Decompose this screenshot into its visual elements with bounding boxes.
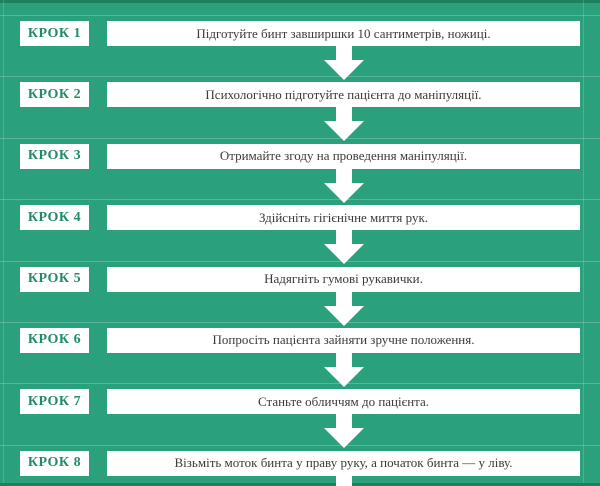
flowchart-step: КРОК 7 Станьте обличчям до пацієнта. [0,383,600,449]
down-arrow-icon [336,475,352,486]
step-row: КРОК 8 Візьміть моток бинта у праву руку… [0,446,600,476]
step-label-box: КРОК 5 [20,266,89,292]
flowchart-step: КРОК 6 Попросіть пацієнта зайняти зручне… [0,321,600,387]
flowchart-step: КРОК 5 Надягніть гумові рукавички. [0,260,600,326]
top-spacer [0,3,600,15]
step-label-box: КРОК 1 [20,21,89,46]
step-row: КРОК 3 Отримайте згоду на проведення ман… [0,139,600,169]
top-edge-line [0,0,600,3]
step-label-box: КРОК 7 [20,389,89,415]
step-text-box: Здійсніть гігієнічне миття рук. [107,205,580,231]
left-edge-line [3,0,4,486]
step-row: КРОК 6 Попросіть пацієнта зайняти зручне… [0,323,600,353]
flowchart-step: КРОК 4 Здійсніть гігієнічне миття рук. [0,199,600,265]
step-label-box: КРОК 4 [20,205,89,231]
down-arrow-icon [324,352,364,387]
step-row: КРОК 5 Надягніть гумові рукавички. [0,262,600,292]
step-text: Отримайте згоду на проведення маніпуляці… [219,148,468,164]
step-text: Здійсніть гігієнічне миття рук. [258,209,429,225]
step-label-text: КРОК 7 [27,393,82,409]
step-row: КРОК 1 Підготуйте бинт завширшки 10 сант… [0,16,600,46]
step-text: Психологічно підготуйте пацієнта до мані… [205,86,482,102]
step-text: Надягніть гумові рукавички. [264,271,423,287]
step-label-box: КРОК 3 [20,143,89,169]
step-label-box: КРОК 6 [20,327,89,353]
down-arrow-icon [324,230,364,265]
down-arrow-icon [324,168,364,203]
step-row: КРОК 7 Станьте обличчям до пацієнта. [0,384,600,415]
down-arrow-icon [324,291,364,326]
flowchart-step: КРОК 3 Отримайте згоду на проведення ман… [0,137,600,203]
step-text-box: Підготуйте бинт завширшки 10 сантиметрів… [107,21,580,46]
flowchart-step: КРОК 8 Візьміть моток бинта у праву руку… [0,444,600,486]
flowchart-step: КРОК 1 Підготуйте бинт завширшки 10 сант… [0,15,600,80]
step-label-text: КРОК 8 [27,455,82,471]
step-label-text: КРОК 1 [27,25,82,41]
step-label-box: КРОК 8 [20,450,89,476]
step-text: Станьте обличчям до пацієнта. [257,393,430,409]
step-label-text: КРОК 5 [27,271,82,287]
step-text-box: Психологічно підготуйте пацієнта до мані… [107,82,580,108]
step-text-box: Надягніть гумові рукавички. [107,266,580,292]
flowchart-step: КРОК 2 Психологічно підготуйте пацієнта … [0,76,600,142]
bottom-edge-line [0,483,600,486]
step-text: Попросіть пацієнта зайняти зручне положе… [212,332,475,348]
step-text-box: Отримайте згоду на проведення маніпуляці… [107,143,580,169]
steps-container: КРОК 1 Підготуйте бинт завширшки 10 сант… [0,15,600,486]
step-label-text: КРОК 6 [27,332,82,348]
right-edge-line [583,0,584,486]
down-arrow-icon [324,414,364,449]
step-label-text: КРОК 3 [27,148,82,164]
step-text-box: Станьте обличчям до пацієнта. [107,389,580,415]
step-text-box: Візьміть моток бинта у праву руку, а поч… [107,450,580,476]
step-text: Візьміть моток бинта у праву руку, а поч… [174,455,513,471]
step-row: КРОК 2 Психологічно підготуйте пацієнта … [0,77,600,108]
down-arrow-icon [324,46,364,80]
step-label-text: КРОК 4 [27,209,82,225]
step-text-box: Попросіть пацієнта зайняти зручне положе… [107,327,580,353]
step-row: КРОК 4 Здійсніть гігієнічне миття рук. [0,200,600,231]
down-arrow-icon [324,107,364,142]
step-label-text: КРОК 2 [27,86,82,102]
step-text: Підготуйте бинт завширшки 10 сантиметрів… [196,25,491,41]
step-label-box: КРОК 2 [20,82,89,108]
